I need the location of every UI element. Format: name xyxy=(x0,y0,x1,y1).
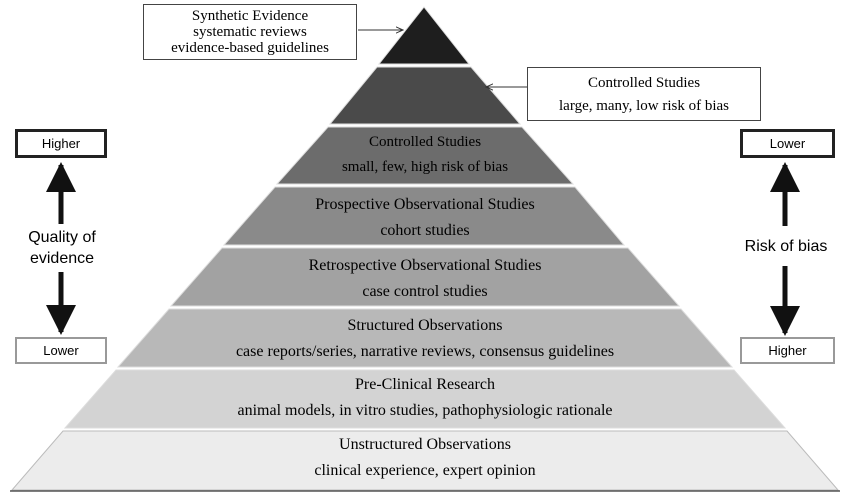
tier-text-controlled-small: Controlled Studies small, few, high risk… xyxy=(300,135,550,175)
tier-controlled-small xyxy=(275,126,575,185)
tier-title: Prospective Observational Studies xyxy=(315,196,535,213)
tier-text-prospective: Prospective Observational Studies cohort… xyxy=(225,197,625,239)
callout-title: Controlled Studies xyxy=(587,75,701,91)
tier-subtitle: animal models, in vitro studies, pathoph… xyxy=(237,402,613,419)
right-higher-box: Higher xyxy=(740,337,835,364)
tier-text-retrospective: Retrospective Observational Studies case… xyxy=(175,258,675,300)
left-lower-box: Lower xyxy=(15,337,107,364)
callout-title: Synthetic Evidence xyxy=(191,8,309,24)
tier-text-preclinical: Pre-Clinical Research animal models, in … xyxy=(75,377,775,419)
right-lower-label: Lower xyxy=(769,136,806,151)
callout-synthetic-evidence: Synthetic Evidence systematic reviews ev… xyxy=(143,4,357,60)
left-higher-label: Higher xyxy=(41,136,81,151)
tier-apex xyxy=(377,6,471,65)
risk-of-bias-text: Risk of bias xyxy=(744,238,828,255)
tier-text-structured: Structured Observations case reports/ser… xyxy=(125,318,725,360)
tier-controlled-large xyxy=(328,66,522,125)
tier-subtitle: case control studies xyxy=(362,283,488,300)
tier-subtitle: small, few, high risk of bias xyxy=(341,159,509,175)
callout-line: evidence-based guidelines xyxy=(171,40,329,56)
tier-title: Controlled Studies xyxy=(368,134,482,150)
quality-of-evidence-label: Quality of evidence xyxy=(6,227,118,269)
callout-line: systematic reviews xyxy=(193,24,307,40)
left-higher-box: Higher xyxy=(15,129,107,158)
tier-title: Unstructured Observations xyxy=(339,436,511,453)
risk-of-bias-label: Risk of bias xyxy=(726,236,846,257)
tier-text-unstructured: Unstructured Observations clinical exper… xyxy=(75,437,775,479)
tier-title: Pre-Clinical Research xyxy=(355,376,495,393)
callout-controlled-large: Controlled Studies large, many, low risk… xyxy=(527,67,761,121)
tier-subtitle: case reports/series, narrative reviews, … xyxy=(235,343,615,360)
tier-retrospective xyxy=(169,247,681,307)
tier-prospective xyxy=(222,186,626,246)
callout-line: large, many, low risk of bias xyxy=(559,98,729,114)
quality-label-line2: evidence xyxy=(29,250,95,267)
tier-subtitle: clinical experience, expert opinion xyxy=(314,462,536,479)
tier-preclinical xyxy=(63,369,787,429)
tier-structured xyxy=(116,308,734,368)
tier-unstructured xyxy=(10,430,840,491)
right-higher-label: Higher xyxy=(768,343,807,358)
right-lower-box: Lower xyxy=(740,129,835,158)
quality-label-line1: Quality of xyxy=(28,229,96,246)
tier-title: Structured Observations xyxy=(347,317,503,334)
left-lower-label: Lower xyxy=(43,343,79,358)
tier-subtitle: cohort studies xyxy=(380,222,470,239)
tier-title: Retrospective Observational Studies xyxy=(308,257,542,274)
